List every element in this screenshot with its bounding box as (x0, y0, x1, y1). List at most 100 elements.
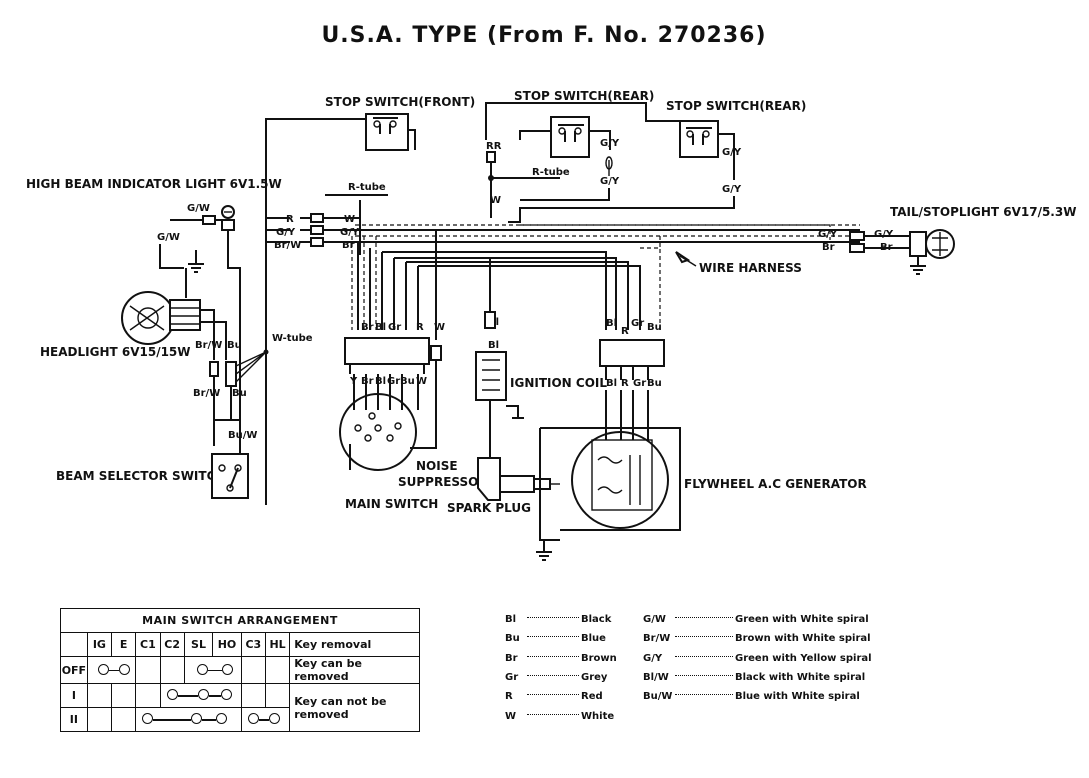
high-beam-indicator-label: HIGH BEAM INDICATOR LIGHT 6V1.5W (26, 177, 282, 191)
diagram-title: U.S.A. TYPE (From F. No. 270236) (321, 23, 766, 48)
spark-plug (477, 457, 560, 501)
column-header: C1 (135, 632, 161, 657)
wire-tag: W (434, 322, 445, 333)
wire-tag: G/W (187, 203, 210, 214)
continuity-cell (183, 656, 242, 684)
noise-suppressor (410, 345, 442, 449)
stop-switch-rear-label-2: STOP SWITCH(REAR) (666, 99, 806, 113)
main-switch-label: MAIN SWITCH (345, 497, 438, 511)
wire-tag: Bu/W (228, 430, 257, 441)
r-tube-label-2: R-tube (532, 167, 570, 178)
wire-tag: Br/W (274, 240, 301, 251)
wire-tag: Bu (227, 340, 242, 351)
flywheel-generator-label: FLYWHEEL A.C GENERATOR (684, 477, 867, 491)
w-tube-connectors (209, 349, 269, 420)
tail-stoplight (909, 229, 955, 275)
wire-tag: G/Y (818, 229, 838, 240)
wire-tag: G/Y (600, 176, 620, 187)
wire-tag: Gr (387, 376, 400, 387)
wire-tag: Bl (375, 376, 386, 387)
wire-tag: R (286, 214, 294, 225)
main-switch-arrangement-table: MAIN SWITCH ARRANGEMENT IG E C1 C2 SL HO… (60, 608, 420, 732)
table-caption: MAIN SWITCH ARRANGEMENT (60, 608, 420, 633)
wire-tag: RR (486, 141, 502, 152)
ignition-coil (475, 311, 524, 460)
stop-switch-rear-1 (550, 116, 590, 158)
table-row: OFF Key can be removed (60, 656, 420, 684)
wire-tag: G/Y (874, 229, 894, 240)
column-header: C2 (159, 632, 185, 657)
continuity-cell (135, 707, 242, 732)
wire-tag: Br (342, 240, 355, 251)
key-removal-status: Key can not be removed (289, 683, 420, 732)
spark-plug-label: SPARK PLUG (447, 501, 531, 515)
stop-switch-rear-label-1: STOP SWITCH(REAR) (514, 89, 654, 103)
wire-tag: Bl (606, 318, 617, 329)
column-header: C3 (240, 632, 266, 657)
wire-tag: R (416, 322, 424, 333)
wire-tag: G/Y (276, 227, 296, 238)
switch-position: II (60, 707, 88, 732)
column-header: HL (264, 632, 291, 657)
headlight-label: HEADLIGHT 6V15/15W (40, 345, 191, 359)
wire-tag: G/W (157, 232, 180, 243)
w-tube-label: W-tube (272, 333, 313, 344)
continuity-cell (240, 707, 291, 732)
wire-tag: G/Y (722, 147, 742, 158)
ground-symbol (188, 250, 204, 273)
stop-switch-front-label: STOP SWITCH(FRONT) (325, 95, 475, 109)
r-tube-label-1: R-tube (348, 182, 386, 193)
wire-tag: G/Y (340, 227, 360, 238)
wire-tag: G/Y (722, 184, 742, 195)
column-header: IG (86, 632, 113, 657)
column-header: HO (212, 632, 242, 657)
switch-position: I (60, 683, 88, 708)
wire-tag: Br (361, 376, 374, 387)
switch-position: OFF (60, 656, 88, 684)
main-switch (339, 337, 430, 471)
wire-tag: Bl (375, 322, 386, 333)
wire-tag: Br/W (193, 388, 220, 399)
wire-tag: Gr (631, 318, 644, 329)
table-row: II (60, 707, 420, 732)
wire-tag: Br (361, 322, 374, 333)
wire-tag: R (621, 326, 629, 337)
wire-tag: W (416, 376, 427, 387)
key-removal-header: Key removal (289, 632, 420, 657)
table-corner (60, 632, 88, 657)
continuity-cell (159, 683, 242, 708)
wire-tag: Bu (647, 378, 662, 389)
wire-tag: Br (822, 242, 835, 253)
wire-tag: Bl (606, 378, 617, 389)
key-removal-status: Key can be removed (289, 656, 420, 684)
wire-tag: Bl (488, 340, 499, 351)
noise-suppressor-label-1: NOISE (416, 459, 458, 473)
flywheel-generator (536, 339, 681, 561)
wire-harness-label: WIRE HARNESS (699, 261, 802, 275)
stop-switch-front (365, 113, 409, 151)
headlight (121, 291, 227, 360)
wire-tag: Bu (400, 376, 415, 387)
table-row: I Key can not be removed (60, 683, 420, 732)
continuity-cell (86, 656, 137, 684)
wire-tag: Gr (633, 378, 646, 389)
tail-stoplight-label: TAIL/STOPLIGHT 6V17/5.3W (890, 205, 1076, 219)
wire-tag: Br/W (195, 340, 222, 351)
column-header: E (111, 632, 137, 657)
harness-wires (265, 102, 918, 505)
ignition-coil-label: IGNITION COIL (510, 376, 607, 390)
wire-tag: W (490, 195, 501, 206)
